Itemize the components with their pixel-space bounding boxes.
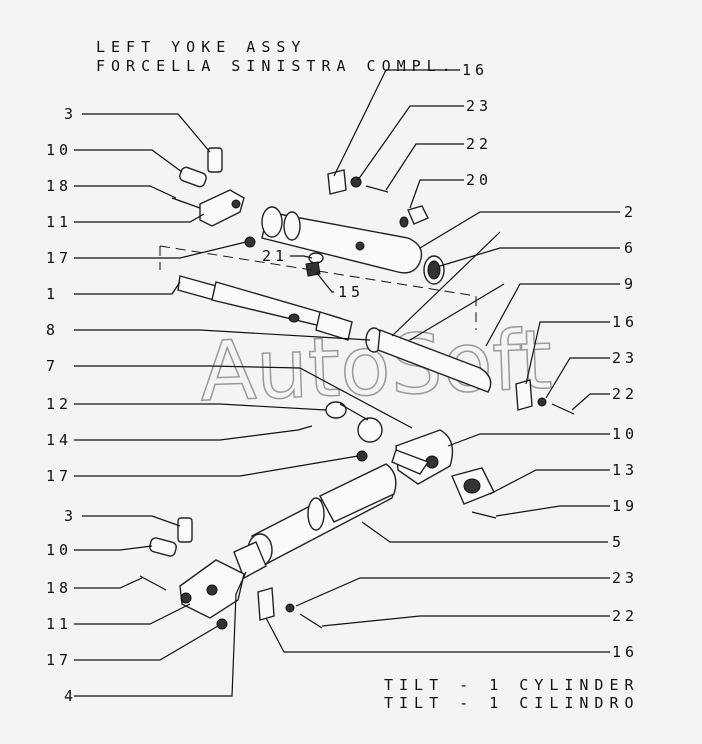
title-line-2: FORCELLA SINISTRA COMPL. [96,57,457,75]
mid-nut [356,450,368,462]
upper-nut [244,236,256,248]
footer-line-1: TILT - 1 CYLINDER [384,676,640,694]
callout-22-right: 22 [612,385,638,403]
callout-11-upper: 11 [46,213,72,231]
callout-16-right: 16 [612,313,638,331]
long-pin [299,367,413,429]
parts-drawing [139,147,575,630]
callout-16-upper: 16 [462,61,488,79]
lower-bracket [257,587,275,621]
callout-2: 2 [624,203,637,221]
phantom-outline [159,245,477,330]
lower-cylinder [247,463,397,567]
footer-line-2: TILT - 1 CILINDRO [384,694,640,712]
lower-pin [177,517,193,543]
lower-washer [285,603,295,613]
callout-8: 8 [46,321,59,339]
leader-lines [74,69,620,697]
callout-1: 1 [46,285,59,303]
small-pin [297,425,313,431]
callout-15: 15 [338,283,364,301]
upper-bolt [171,197,201,209]
upper-bracket [327,169,347,195]
flange-screw [471,511,497,519]
upper-screw [365,185,389,193]
callout-4: 4 [64,687,77,705]
callout-3-upper: 3 [64,105,77,123]
title-line-1: LEFT YOKE ASSY [96,38,306,56]
callout-9: 9 [624,275,637,293]
callout-6: 6 [624,239,637,257]
callout-16-lower: 16 [612,643,638,661]
callout-17-mid: 17 [46,467,72,485]
bleed-screw [399,205,429,228]
lower-screw [299,613,323,629]
callout-labels: 3 10 18 11 17 1 8 7 12 14 17 3 10 18 11 … [46,61,638,705]
callout-17-lower: 17 [46,651,72,669]
lower-bolt [139,575,167,591]
callout-21: 21 [262,247,288,265]
callout-7: 7 [46,357,59,375]
threaded-rod [233,541,267,579]
right-screw [551,403,575,415]
right-bracket [515,379,533,411]
callout-18-lower: 18 [46,579,72,597]
callout-20: 20 [466,171,492,189]
upper-yoke [199,189,245,227]
callout-11-lower: 11 [46,615,72,633]
callout-3-lower: 3 [64,507,77,525]
callout-17-upper: 17 [46,249,72,267]
seal-ring [423,255,445,285]
lower-yoke [179,559,245,619]
callout-19: 19 [612,497,638,515]
callout-14: 14 [46,431,72,449]
right-washer [537,397,547,407]
lower-bushing [149,537,177,557]
callout-22-lower: 22 [612,607,638,625]
callout-10-right: 10 [612,425,638,443]
callout-10-upper: 10 [46,141,72,159]
callout-23-lower: 23 [612,569,638,587]
callout-23-upper: 23 [466,97,492,115]
callout-23-right: 23 [612,349,638,367]
cylinder-tube [377,329,492,393]
lower-nut [216,618,228,630]
callout-12: 12 [46,395,72,413]
upper-pin [207,147,223,173]
callout-5: 5 [612,533,625,551]
lower-eye [391,429,454,485]
callout-13: 13 [612,461,638,479]
callout-10-lower: 10 [46,541,72,559]
piston-rod [177,275,353,341]
callout-18-upper: 18 [46,177,72,195]
callout-22-upper: 22 [466,135,492,153]
upper-bushing [179,166,207,188]
upper-cylinder-barrel [261,206,423,274]
